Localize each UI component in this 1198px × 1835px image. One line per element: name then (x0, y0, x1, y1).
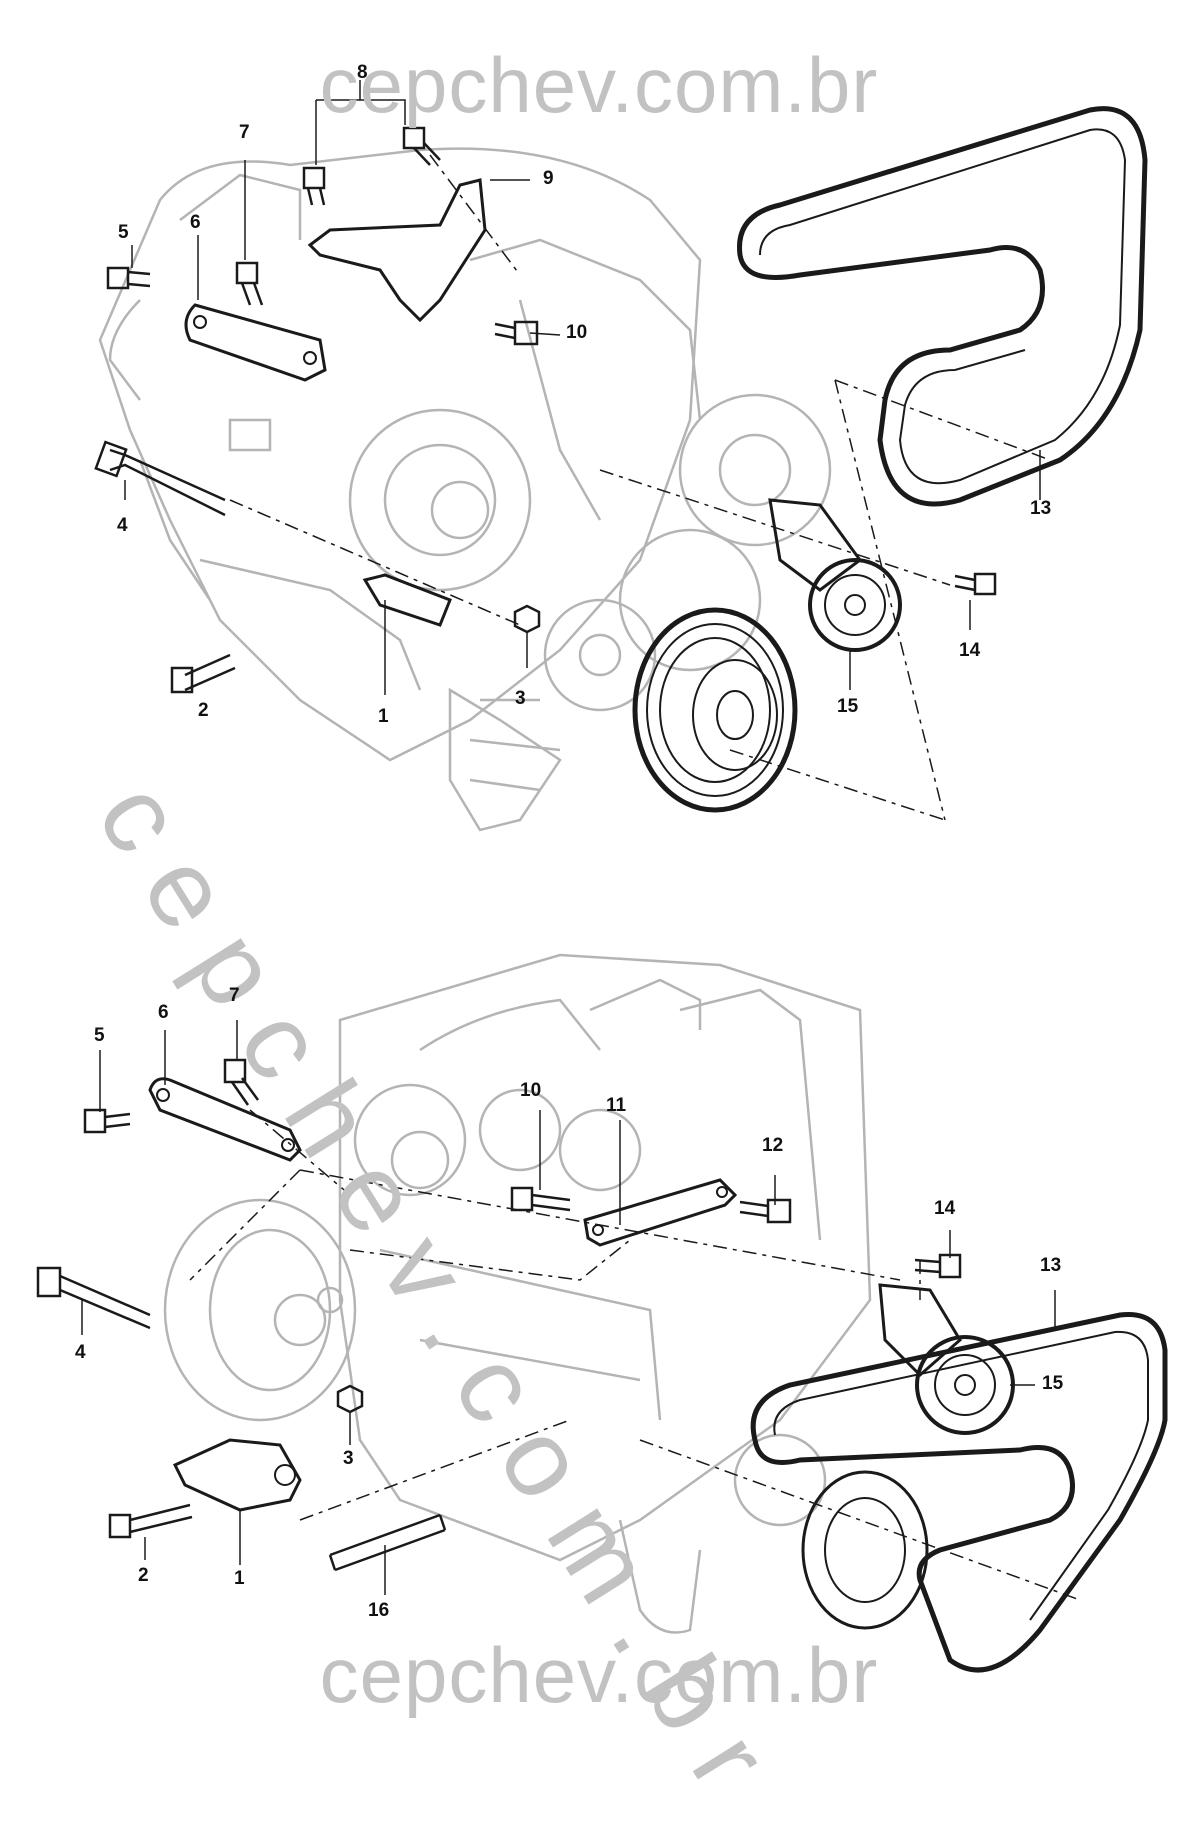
bolt-4-bottom (36, 1266, 62, 1298)
tensioner-pulley (808, 558, 902, 652)
bolt-8b (402, 126, 426, 150)
nut-3 (513, 604, 541, 634)
bolt-5 (106, 266, 130, 290)
bolt-5-bottom (83, 1108, 107, 1134)
callout-15-top: 15 (837, 696, 859, 717)
callout-11-bottom: 11 (606, 1095, 627, 1116)
bolt-4 (109, 448, 226, 517)
drive-belt-13 (737, 106, 1148, 507)
callout-6-top: 6 (190, 212, 201, 233)
watermark-top: cepchev.com.br (319, 41, 879, 129)
nut-3-bottom (336, 1384, 364, 1414)
callout-6-bottom: 6 (158, 1002, 169, 1023)
bolt-14 (973, 572, 997, 596)
bracket-9 (307, 178, 487, 323)
drive-belt-13-bottom (750, 1311, 1168, 1673)
callout-1-bottom: 1 (234, 1568, 245, 1589)
bolt-2-bottom (108, 1513, 132, 1539)
callout-3-bottom: 3 (343, 1448, 354, 1469)
callout-16-bottom: 16 (368, 1600, 390, 1621)
top-engine-ghost (98, 147, 832, 832)
bolt-12-bottom (766, 1198, 792, 1224)
callout-13-top: 13 (1030, 498, 1052, 519)
callout-4-top: 4 (117, 515, 128, 536)
callout-10-bottom: 10 (520, 1080, 542, 1101)
callout-8-top: 8 (357, 62, 368, 83)
bolt-8a (302, 166, 326, 190)
callout-5-top: 5 (118, 222, 129, 243)
callout-9-top: 9 (543, 168, 554, 189)
callout-10-top: 10 (566, 322, 588, 343)
top-bolts (94, 126, 997, 694)
callout-14-bottom: 14 (934, 1198, 956, 1219)
bottom-leaders (81, 1020, 1081, 1601)
callout-2-top: 2 (198, 700, 209, 721)
adjusting-link-6 (184, 303, 327, 382)
top-leaders (124, 80, 1051, 821)
callout-2-bottom: 2 (138, 1565, 149, 1586)
callout-12-bottom: 12 (762, 1135, 784, 1156)
adjusting-link-11 (583, 1178, 738, 1247)
bottom-engine-ghost (163, 953, 872, 1634)
bolt-14-bottom (938, 1253, 962, 1279)
callout-1-top: 1 (378, 706, 389, 727)
callout-14-top: 14 (959, 640, 981, 661)
callout-7-top: 7 (239, 122, 250, 143)
exploded-parts-diagram (36, 80, 1168, 1673)
bracket-1 (362, 573, 452, 627)
crankshaft-pulley-bottom (801, 1470, 929, 1630)
stud-16 (328, 1513, 447, 1572)
callout-7-bottom: 7 (229, 985, 240, 1006)
callout-15-bottom: 15 (1042, 1373, 1064, 1394)
callout-5-bottom: 5 (94, 1025, 105, 1046)
bolt-7 (235, 261, 259, 285)
callout-13-bottom: 13 (1040, 1255, 1062, 1276)
callout-4-bottom: 4 (75, 1342, 86, 1363)
bolt-7-bottom (223, 1058, 247, 1084)
top-parts (184, 106, 1148, 813)
crankshaft-pulley (632, 607, 798, 813)
bolt-10-bottom (510, 1186, 534, 1212)
bracket-1-bottom (172, 1438, 302, 1512)
callout-3-top: 3 (515, 688, 526, 709)
tensioner-pulley-bottom (915, 1335, 1015, 1435)
watermark-bottom: cepchev.com.br (319, 1631, 879, 1719)
